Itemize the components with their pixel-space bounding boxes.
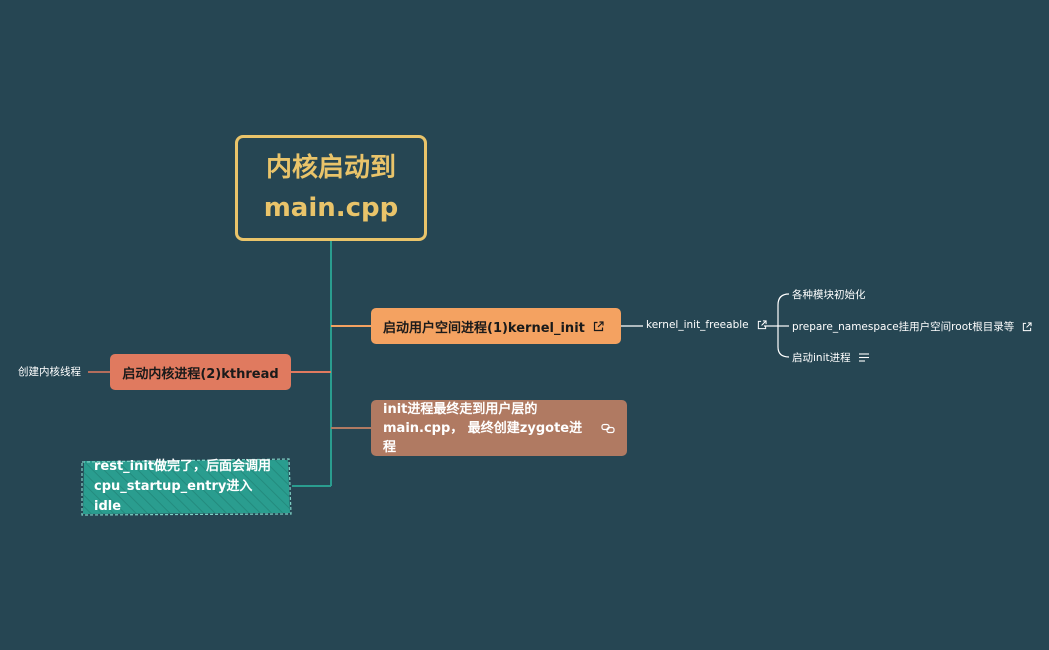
- subtopic-start-init[interactable]: 启动init进程: [792, 350, 869, 365]
- external-link-icon[interactable]: [757, 320, 767, 330]
- topic-init-process[interactable]: init进程最终走到用户层的 main.cpp， 最终创建zygote进程: [371, 400, 627, 456]
- external-link-icon[interactable]: [1022, 321, 1032, 332]
- subtopic-prepare-namespace[interactable]: prepare_namespace挂用户空间root根目录等: [792, 319, 1032, 334]
- root-topic[interactable]: 内核启动到 main.cpp: [235, 135, 427, 241]
- subtopic-create-kernel-thread-label: 创建内核线程: [18, 366, 81, 378]
- subtopic-module-init[interactable]: 各种模块初始化: [792, 287, 866, 302]
- topic-user-space-label: 启动用户空间进程(1)kernel_init: [383, 320, 585, 336]
- topic-rest-init-line2: cpu_startup_entry进入idle: [94, 479, 253, 514]
- subtopic-kernel-init-freeable[interactable]: kernel_init_freeable: [646, 319, 767, 331]
- topic-kernel-thread[interactable]: 启动内核进程(2)kthread: [110, 354, 291, 390]
- topic-rest-init-line1: rest_init做完了，后面会调用: [94, 459, 272, 474]
- topic-init-line2: main.cpp， 最终创建zygote进程: [383, 420, 583, 455]
- subtopic-start-init-label: 启动init进程: [792, 352, 851, 364]
- topic-kernel-thread-label: 启动内核进程(2)kthread: [122, 366, 279, 382]
- subtopic-create-kernel-thread[interactable]: 创建内核线程: [18, 364, 81, 379]
- subtopic-module-init-label: 各种模块初始化: [792, 289, 866, 301]
- topic-rest-init[interactable]: rest_init做完了，后面会调用 cpu_startup_entry进入id…: [80, 458, 292, 516]
- external-link-icon[interactable]: [593, 320, 604, 332]
- subtopic-prepare-namespace-label: prepare_namespace挂用户空间root根目录等: [792, 321, 1015, 333]
- topic-init-line1: init进程最终走到用户层的: [383, 401, 538, 417]
- root-title-line1: 内核启动到: [265, 153, 396, 183]
- subtopic-kernel-init-freeable-label: kernel_init_freeable: [646, 319, 749, 331]
- sketch-background: [81, 458, 292, 516]
- root-title-line2: main.cpp: [263, 193, 399, 223]
- topic-user-space-process[interactable]: 启动用户空间进程(1)kernel_init: [371, 308, 621, 344]
- link-icon[interactable]: [601, 423, 615, 434]
- notes-icon[interactable]: [858, 353, 869, 362]
